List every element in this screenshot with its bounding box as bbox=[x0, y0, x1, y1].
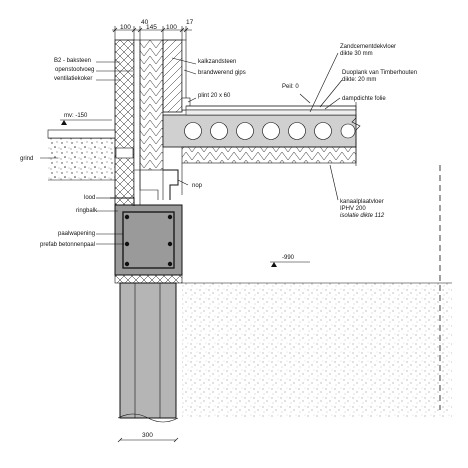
ventilation-duct bbox=[115, 147, 134, 159]
label-ringbalk: ringbalk bbox=[76, 208, 98, 214]
soil-region bbox=[182, 165, 452, 418]
label-990: -990 bbox=[282, 255, 295, 261]
label-grind: grind bbox=[20, 156, 33, 162]
label-kanaalplaat-2: IPHV 200 bbox=[340, 206, 366, 212]
screed-layer bbox=[185, 109, 357, 116]
dim-17: 17 bbox=[186, 19, 194, 26]
dim-40: 40 bbox=[141, 19, 149, 26]
label-b2-baksteen: B2 - baksteen bbox=[54, 58, 91, 64]
reinforcement-stirrup bbox=[122, 211, 175, 269]
cavity-wall bbox=[114, 39, 191, 211]
ring-beam bbox=[110, 197, 183, 284]
wall-cavity bbox=[133, 39, 141, 211]
label-zandcement-1: Zandcementdekvloer bbox=[340, 44, 396, 50]
label-zandcement-2: dikte 30 mm bbox=[340, 51, 373, 57]
label-nop: nop bbox=[192, 183, 203, 189]
outer-brick-leaf bbox=[114, 39, 135, 211]
label-plint: plint 20 x 60 bbox=[198, 93, 231, 99]
label-duoplank-1: Duoplank van Timberhouten bbox=[342, 70, 417, 76]
dim-100-left: 100 bbox=[120, 24, 131, 31]
hollow-core-floor bbox=[162, 102, 361, 166]
label-prefab-betonnenpaal: prefab betonnenpaal bbox=[40, 242, 95, 248]
outside-ground bbox=[47, 119, 116, 181]
dim-300: 300 bbox=[142, 432, 153, 439]
label-mv: mv: -150 bbox=[64, 113, 88, 119]
top-dimension-line: 40 100 145 100 17 bbox=[112, 19, 194, 40]
underfloor-insulation bbox=[181, 146, 357, 164]
label-kanaalplaat-3: isolatie dikte 112 bbox=[340, 213, 385, 219]
duoplank-floor bbox=[185, 105, 357, 111]
leader-lines bbox=[40, 52, 343, 245]
label-peil: Peil: 0 bbox=[282, 84, 299, 90]
inner-leaf-kalkzandsteen bbox=[162, 39, 183, 113]
pile-body bbox=[119, 282, 177, 419]
dim-145: 145 bbox=[146, 24, 157, 31]
label-paalwapening: paalwapening bbox=[58, 231, 95, 237]
slab-hollow-cores bbox=[184, 122, 356, 140]
gravel-bed bbox=[48, 138, 115, 180]
label-kalkzandsteen: kalkzandsteen bbox=[198, 59, 236, 65]
dim-100-right: 100 bbox=[166, 24, 177, 31]
support-nop bbox=[134, 163, 183, 200]
concrete-pile: 300 bbox=[117, 282, 179, 443]
cavity-insulation bbox=[139, 39, 164, 171]
label-brandwerend-gips: brandwerend gips bbox=[198, 70, 246, 76]
label-kanaalplaat-1: kanaalplaatvloer bbox=[340, 199, 384, 205]
drawing-labels: kalkzandsteen brandwerend gips B2 - baks… bbox=[20, 44, 417, 261]
label-ventilatiekoker: ventilatiekoker bbox=[54, 76, 92, 82]
label-duoplank-2: dikte: 20 mm bbox=[342, 77, 376, 83]
label-lood: lood bbox=[84, 195, 95, 201]
label-openstootvoeg: openstootvoeg bbox=[55, 67, 94, 73]
label-dampdichte-folie: dampdichte folie bbox=[342, 96, 386, 102]
soil-fill bbox=[182, 283, 452, 418]
